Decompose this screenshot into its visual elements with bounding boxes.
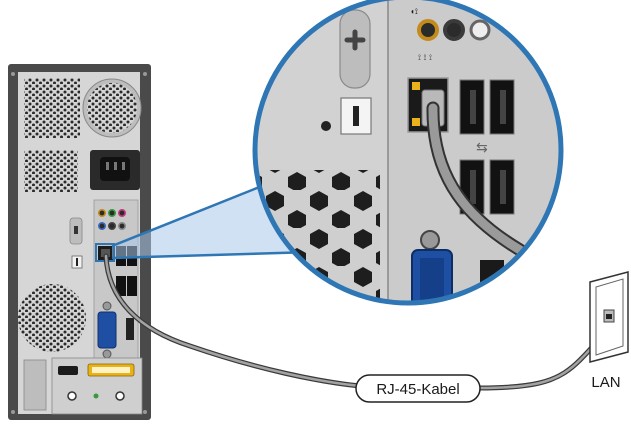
lan-cable bbox=[103, 253, 613, 391]
zoom-detail: ◖⟟ ⟟ ⟟ ⟟ ⇆ bbox=[252, 0, 564, 306]
usb-symbol-icon: ⇆ bbox=[476, 140, 488, 156]
audio-jack-icon bbox=[108, 222, 117, 231]
screw-icon bbox=[11, 410, 15, 414]
svg-text:⟟ ⟟ ⟟: ⟟ ⟟ ⟟ bbox=[418, 53, 432, 62]
screw-icon bbox=[143, 72, 147, 76]
wall-outlet-icon bbox=[589, 271, 629, 363]
lan-label: LAN bbox=[591, 374, 620, 391]
vga-port-icon bbox=[97, 311, 117, 349]
screw-icon bbox=[11, 72, 15, 76]
zoom-callout-lines bbox=[95, 180, 313, 262]
cable-label: RJ-45-Kabel bbox=[355, 374, 481, 403]
usb-port-icon bbox=[116, 276, 126, 296]
pc-tower bbox=[8, 64, 151, 420]
audio-jack-icon bbox=[108, 209, 117, 218]
usb-port-icon bbox=[489, 159, 515, 215]
audio-jack-icon bbox=[469, 19, 491, 41]
psu-vent bbox=[24, 78, 80, 138]
rear-fan-grille bbox=[18, 284, 86, 352]
hdmi-port-icon bbox=[58, 366, 78, 375]
psu-fan-grille bbox=[87, 83, 137, 133]
audio-jack-icon bbox=[443, 19, 465, 41]
audio-jack-icon bbox=[118, 209, 127, 218]
audio-jack-icon bbox=[98, 209, 107, 218]
audio-jack-icon bbox=[98, 222, 107, 231]
hdmi-port-icon bbox=[126, 318, 134, 340]
zoom-ring bbox=[252, 0, 564, 306]
usb-port-icon bbox=[127, 276, 137, 296]
audio-jack-icon bbox=[417, 19, 439, 41]
svg-text:◖⟟: ◖⟟ bbox=[410, 7, 418, 16]
screw-icon bbox=[143, 410, 147, 414]
cable-label-text: RJ-45-Kabel bbox=[376, 381, 459, 398]
side-vent bbox=[24, 150, 78, 192]
audio-jack-icon bbox=[118, 222, 127, 231]
